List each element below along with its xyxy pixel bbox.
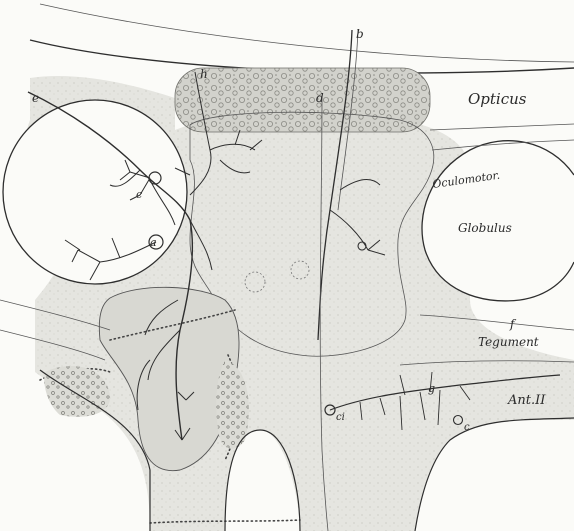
left-globulus-circle: [3, 100, 187, 284]
letter-c: c: [136, 188, 142, 201]
letter-a: a: [150, 236, 157, 249]
optic-cell-layer: [175, 68, 430, 132]
letter-ci: ci: [336, 412, 345, 423]
letter-h: h: [200, 67, 208, 81]
outer-membrane-line: [40, 4, 574, 62]
letter-b: b: [356, 27, 364, 41]
label-ant-ii: Ant.II: [507, 393, 546, 408]
letter-e: e: [32, 91, 39, 105]
letter-g: g: [428, 382, 435, 395]
letter-c2: c: [464, 422, 470, 433]
label-tegument: Tegument: [478, 335, 539, 349]
label-opticus: Opticus: [468, 90, 527, 108]
letter-d: d: [316, 91, 324, 105]
label-globulus: Globulus: [458, 221, 512, 235]
